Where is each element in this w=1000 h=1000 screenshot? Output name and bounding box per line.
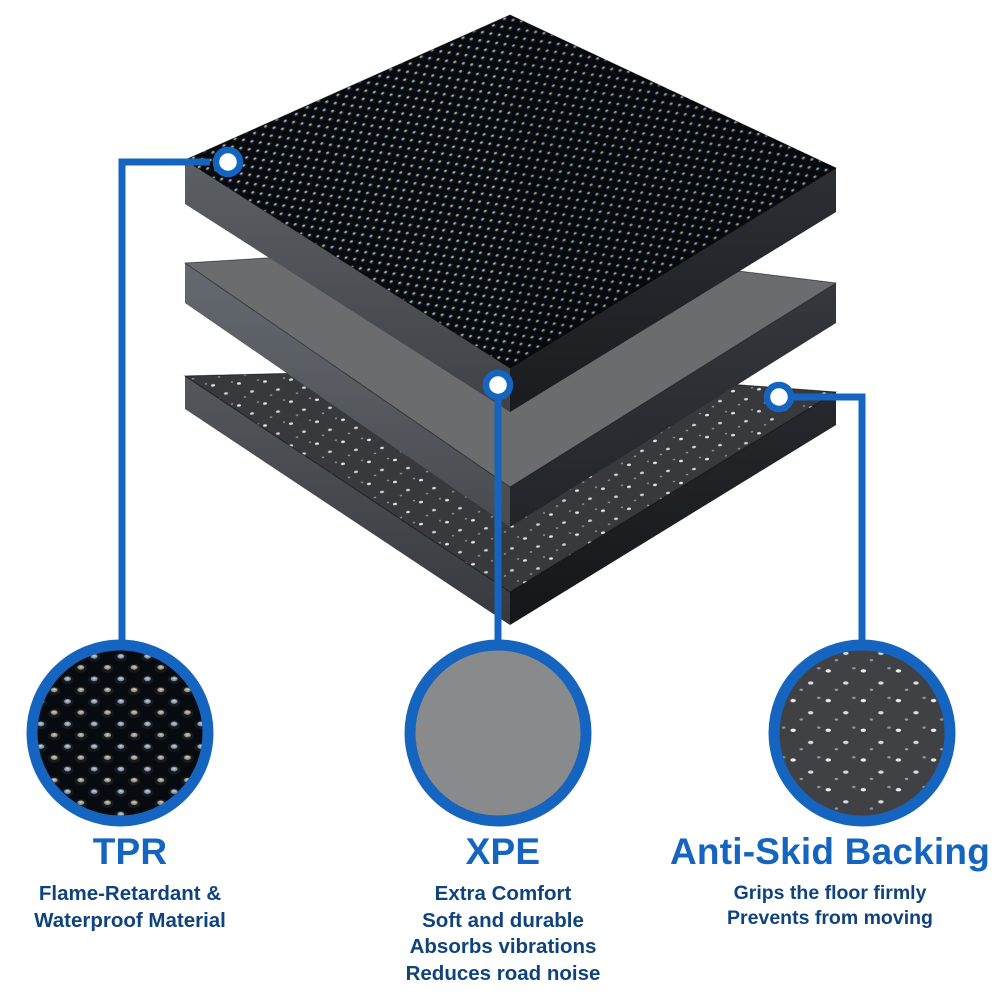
callout-marker-anti-skid[interactable]	[763, 381, 795, 413]
leader-line-anti-skid	[780, 393, 866, 645]
callout-title-xpe: XPE	[465, 831, 541, 872]
callout-desc-line: Reduces road noise	[405, 961, 601, 985]
callout-desc-xpe: Extra Comfort Soft and durable Absorbs v…	[358, 881, 648, 988]
callout-marker-tpr[interactable]	[212, 146, 244, 178]
texture-swatch-tpr[interactable]	[0, 542, 346, 952]
leader-line-tpr	[118, 158, 210, 645]
callout-desc-line: Absorbs vibrations	[409, 935, 597, 959]
callout-desc-line: Grips the floor firmly	[733, 882, 927, 904]
callout-desc-anti-skid: Grips the floor firmly Prevents from mov…	[660, 881, 1000, 932]
callout-desc-line: Extra Comfort	[434, 882, 572, 905]
texture-swatch-xpe[interactable]	[404, 639, 595, 830]
callout-text-anti-skid: Anti-Skid Backing Grips the floor firmly…	[660, 833, 1000, 932]
callout-title-anti-skid: Anti-Skid Backing	[670, 831, 990, 872]
callout-leader-lines	[118, 158, 866, 645]
callout-desc-line: Soft and durable	[422, 908, 584, 932]
callout-desc-tpr: Flame-Retardant & Waterproof Material	[0, 881, 270, 934]
callout-desc-line: Flame-Retardant &	[38, 882, 222, 905]
callout-desc-line: Prevents from moving	[727, 907, 933, 930]
layer-tpr-surface	[183, 14, 838, 412]
callout-marker-xpe[interactable]	[482, 369, 514, 401]
callout-desc-line: Waterproof Material	[34, 908, 226, 932]
callout-text-tpr: TPR Flame-Retardant & Waterproof Materia…	[0, 833, 270, 934]
callout-markers	[212, 146, 795, 413]
callout-text-xpe: XPE Extra Comfort Soft and durable Absor…	[358, 833, 648, 988]
callout-title-tpr: TPR	[92, 831, 168, 872]
texture-swatch-anti-skid[interactable]	[724, 594, 1000, 878]
